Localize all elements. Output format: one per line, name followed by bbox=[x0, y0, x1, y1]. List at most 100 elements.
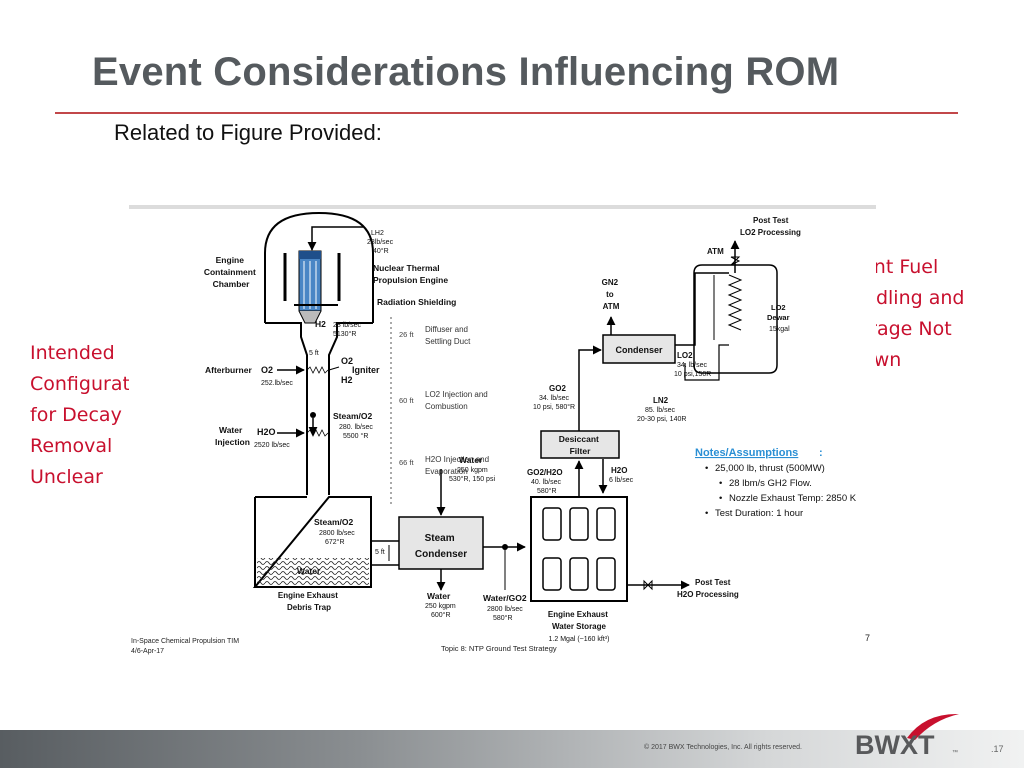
label-text: 34. lb/sec bbox=[539, 395, 569, 402]
ntp-ground-test-figure: Engine Containment Chamber LH2 28lb/sec … bbox=[129, 205, 876, 657]
label-text: 250 kgpm bbox=[457, 467, 488, 474]
label-text: GO2/H2O bbox=[527, 468, 563, 477]
label-text: 252.lb/sec bbox=[261, 380, 293, 387]
label-text: H2O bbox=[257, 427, 276, 437]
label-text: Combustion bbox=[425, 402, 468, 411]
label-text: Filter bbox=[570, 446, 591, 456]
label-text: 1.2 Mgal (~160 kft³) bbox=[549, 636, 610, 643]
label-text: 7 bbox=[865, 633, 870, 643]
note-line: Removal bbox=[30, 435, 113, 457]
containment-chamber bbox=[264, 211, 374, 323]
svg-text:LO2 Dewar: LO2 Dewar bbox=[767, 303, 790, 322]
label-text: H2O Processing bbox=[677, 590, 739, 599]
label-text: 5500 °R bbox=[343, 432, 368, 440]
label-text: Engine bbox=[216, 255, 245, 265]
label-text: Diffuser and bbox=[425, 325, 468, 334]
water-storage bbox=[530, 496, 628, 602]
logo-swoosh bbox=[907, 713, 959, 740]
note-item: 28 lbm/s GH2 Flow. bbox=[729, 478, 812, 489]
label-text: 250 kgpm bbox=[425, 603, 456, 610]
label-text: O2 bbox=[261, 365, 273, 375]
svg-text:LO2 Injection and Combust: LO2 Injection and Combustion bbox=[425, 390, 490, 411]
svg-text:250 kgpm 530°R, 150 psi: 250 kgpm 530°R, 150 psi bbox=[449, 467, 495, 483]
svg-text:40. lb/sec 580°R: 40. lb/sec 580°R bbox=[531, 479, 563, 495]
label-text: 10 psi,150R bbox=[674, 371, 711, 378]
label-text: Engine Exhaust bbox=[548, 610, 608, 619]
label-text: Post Test bbox=[753, 216, 789, 225]
nuclear-engine bbox=[298, 250, 322, 324]
svg-text:28 lb/sec 5130°R: 28 lb/sec 5130°R bbox=[333, 322, 363, 338]
water-pool bbox=[257, 558, 369, 585]
svg-text:Post Test H2O Processing: Post Test H2O Processing bbox=[677, 578, 739, 599]
label-text: Water bbox=[459, 455, 483, 465]
svg-text:• 25,000 lb, thrust (500MW: • 25,000 lb, thrust (500MW) • 28 lbm/s G… bbox=[705, 463, 859, 519]
label-text: Topic 8: NTP Ground Test Strategy bbox=[441, 644, 557, 653]
label-text: LO2 Injection and bbox=[425, 390, 488, 399]
label-text: 2520 lb/sec bbox=[254, 442, 290, 449]
label-text: 40. lb/sec bbox=[531, 479, 561, 486]
label-text: 580°R bbox=[537, 487, 557, 495]
label-text: GO2 bbox=[549, 384, 566, 393]
svg-text:Engine Containment Cha: Engine Containment Chamber bbox=[204, 255, 258, 289]
label-text: ATM bbox=[707, 247, 724, 256]
label-text: Water Storage bbox=[552, 622, 606, 631]
label-text: ATM bbox=[603, 302, 620, 311]
label-text: Condenser bbox=[415, 549, 467, 560]
svg-text:85. lb/sec 20-30 psi, 140R: 85. lb/sec 20-30 psi, 140R bbox=[637, 407, 686, 423]
label-text: 5 ft bbox=[375, 549, 385, 556]
note-item: Test Duration: 1 hour bbox=[715, 508, 803, 519]
label-text: Steam/O2 bbox=[333, 411, 372, 421]
label-text: Propulsion Engine bbox=[373, 275, 448, 285]
svg-text:280. lb/sec 5500 °R: 280. lb/sec 5500 °R bbox=[339, 424, 375, 440]
svg-text:GO2/H2O: GO2/H2O bbox=[527, 468, 563, 477]
note-line: Unclear bbox=[30, 466, 103, 488]
label-text: 40°R bbox=[373, 247, 389, 255]
svg-text:Nuclear Thermal Propulsion: Nuclear Thermal Propulsion Engine bbox=[373, 263, 448, 285]
label-text: Water bbox=[427, 591, 451, 601]
label-text: H2 bbox=[315, 319, 326, 329]
label-text: H2 bbox=[341, 375, 353, 385]
svg-text:2800 lb/sec 672°R: 2800 lb/sec 672°R bbox=[319, 530, 357, 546]
page-number: .17 bbox=[991, 744, 1004, 754]
label-text: GN2 bbox=[602, 278, 619, 287]
label-text: 600°R bbox=[431, 611, 451, 619]
label-text: Igniter bbox=[352, 365, 380, 375]
svg-text:Steam Condenser: Steam Condenser bbox=[415, 533, 467, 560]
svg-text:H2O Injection and Evapora: H2O Injection and Evaporation bbox=[425, 455, 491, 476]
label-text: Afterburner bbox=[205, 365, 252, 375]
label-text: Containment bbox=[204, 267, 256, 277]
slide-title: Event Considerations Influencing ROM bbox=[92, 50, 840, 94]
label-text: 60 ft bbox=[399, 396, 415, 405]
svg-text:GO2: GO2 bbox=[549, 384, 566, 393]
svg-text:GN2 to ATM: GN2 to ATM bbox=[602, 278, 621, 311]
label-text: Desiccant bbox=[559, 434, 599, 444]
label-text: H2O bbox=[611, 466, 627, 475]
label-text: 2800 lb/sec bbox=[487, 606, 523, 613]
label-text: Water bbox=[219, 425, 243, 435]
condenser bbox=[602, 334, 676, 364]
svg-text:Post Test LO2 Processing: Post Test LO2 Processing bbox=[740, 216, 801, 237]
label-text: 2800 lb/sec bbox=[319, 530, 355, 537]
label-text: Chamber bbox=[213, 279, 251, 289]
label-text: Post Test bbox=[695, 578, 731, 587]
slide-subtitle: Related to Figure Provided: bbox=[114, 120, 382, 145]
label-text: 5 ft bbox=[309, 350, 319, 357]
svg-text:Water Injection: Water Injection bbox=[215, 425, 250, 447]
label-text: LO2 Processing bbox=[740, 228, 801, 237]
note-line: Configuration bbox=[30, 373, 159, 395]
label-text: 4/6-Apr-17 bbox=[131, 648, 164, 655]
svg-text:2800 lb/sec 580°R: 2800 lb/sec 580°R bbox=[487, 606, 525, 622]
notes-title: Notes/Assumptions bbox=[695, 447, 798, 459]
label-text: LH2 bbox=[371, 230, 384, 237]
note-item: 25,000 lb, thrust (500MW) bbox=[715, 463, 825, 474]
label-text: Engine Exhaust bbox=[278, 591, 338, 600]
label-text: LN2 bbox=[653, 396, 669, 405]
desiccant-filter bbox=[540, 430, 620, 459]
label-text: Condenser bbox=[615, 345, 663, 355]
svg-text:34. lb/sec 10 psi,150R: 34. lb/sec 10 psi,150R bbox=[674, 362, 711, 378]
label-text: 5130°R bbox=[333, 330, 356, 338]
label-text: LO2 bbox=[771, 303, 786, 312]
label-text: H2O Injection and bbox=[425, 455, 489, 464]
label-text: to bbox=[606, 290, 614, 299]
label-text: 28 lb/sec bbox=[333, 322, 362, 329]
